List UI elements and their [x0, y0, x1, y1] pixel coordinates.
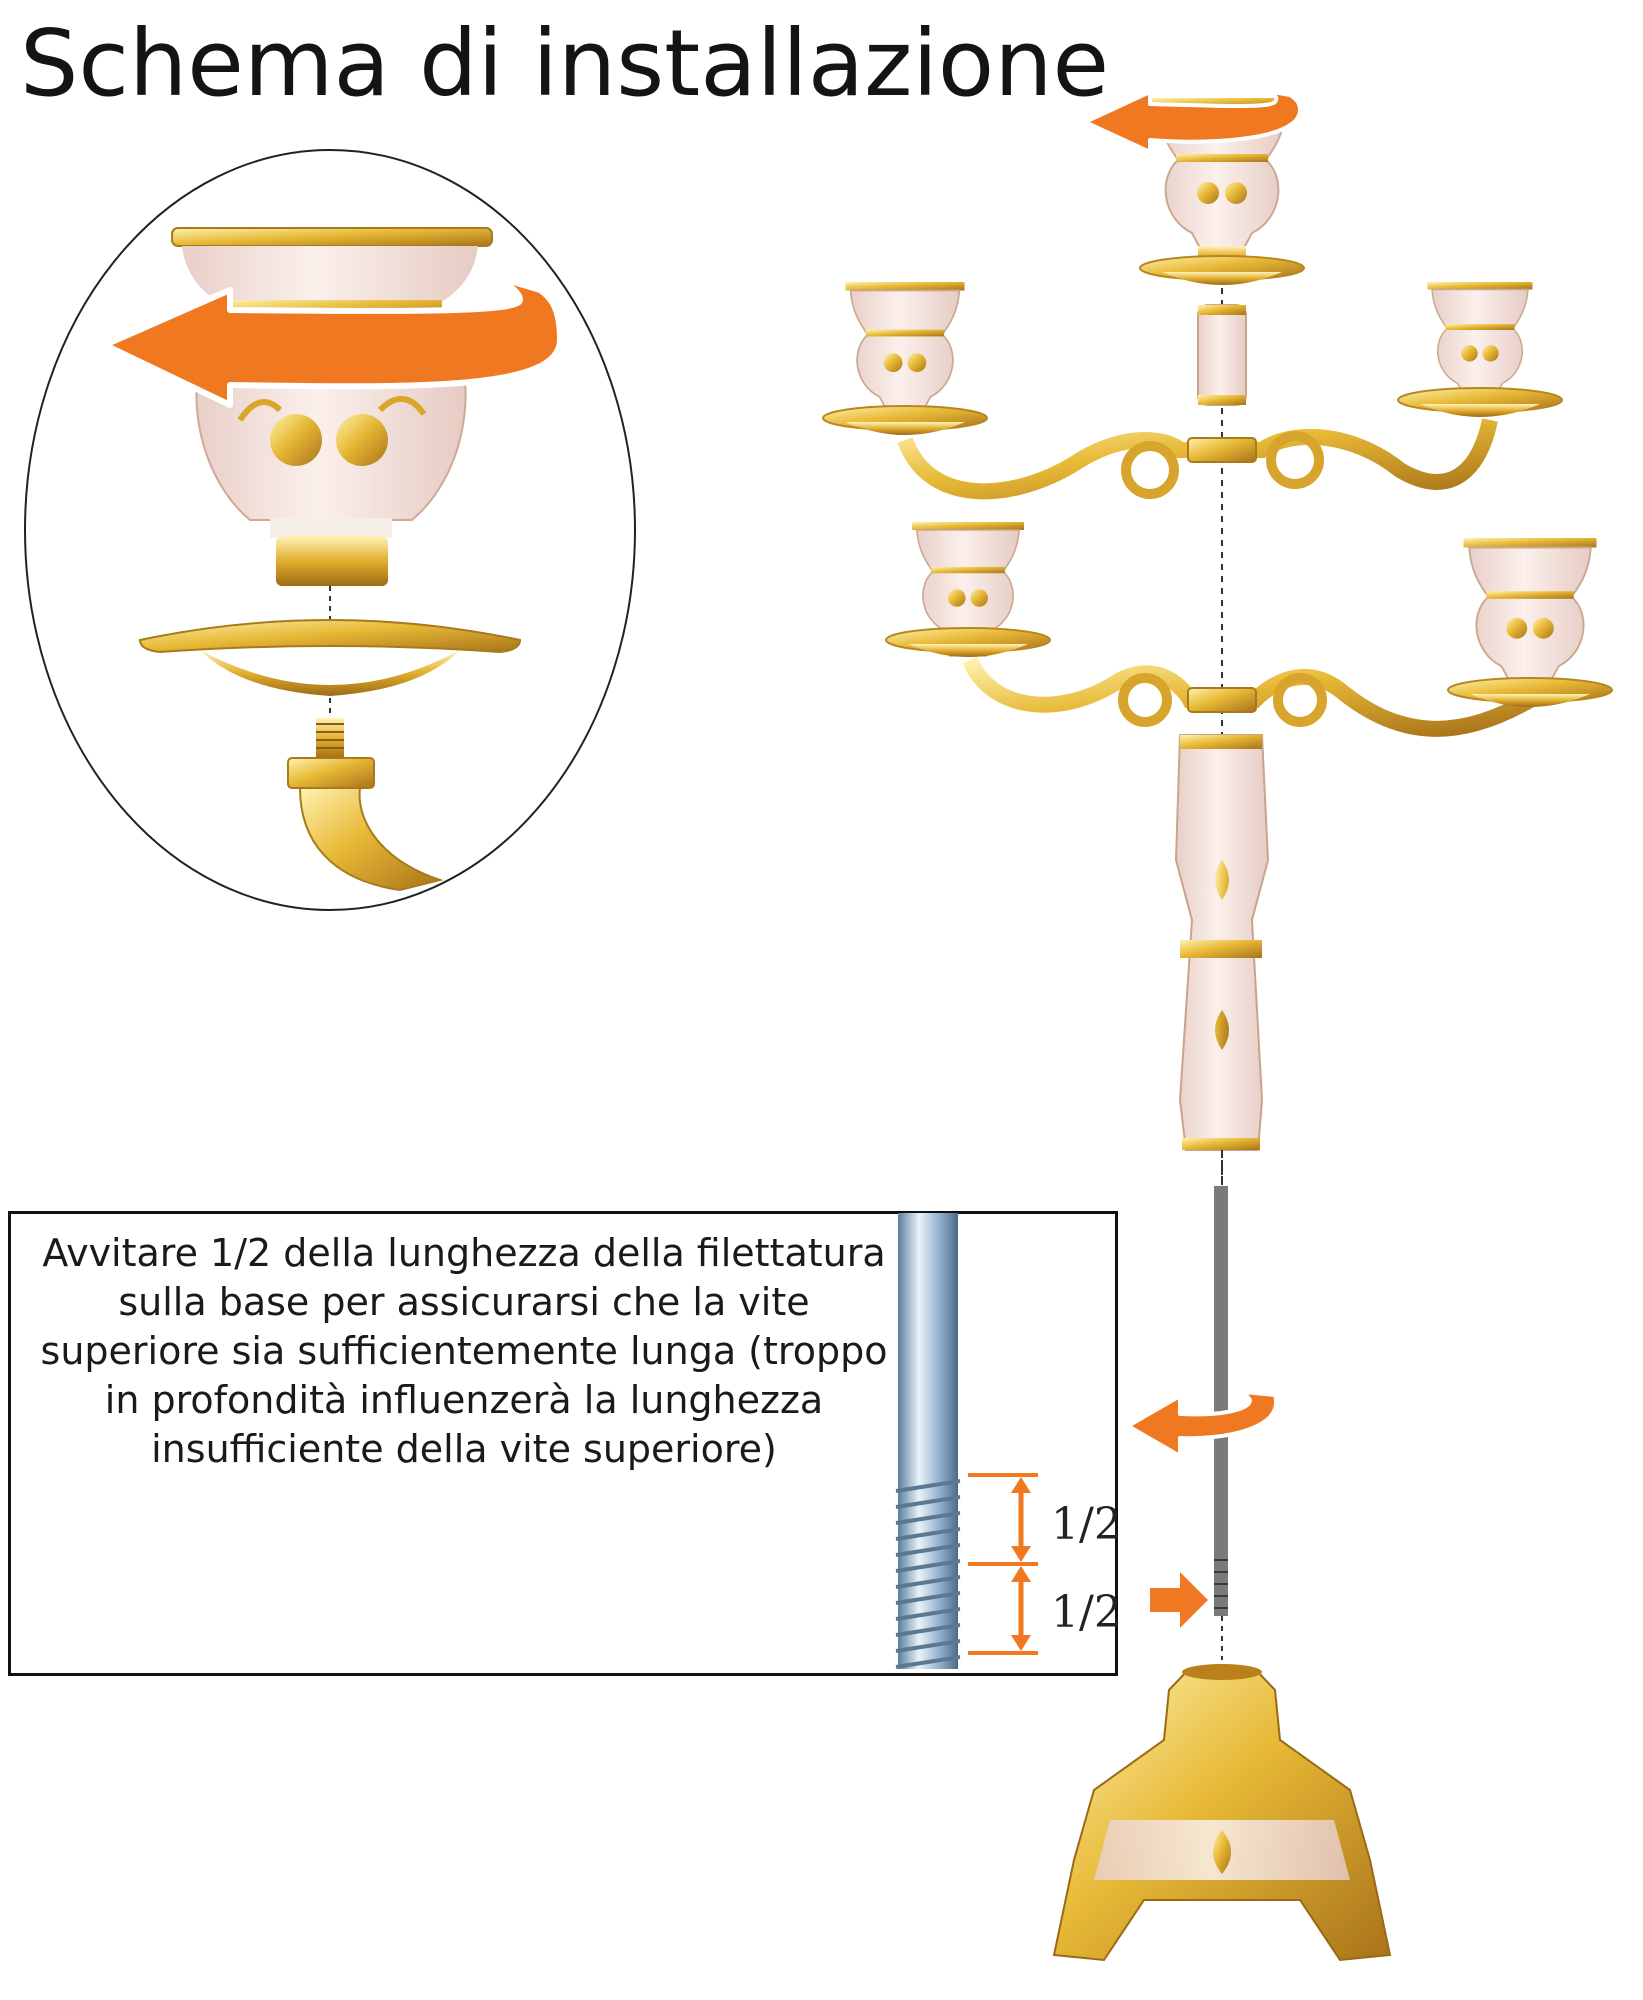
instruction-box: Avvitare 1/2 della lunghezza della filet…	[8, 1211, 1122, 1676]
instruction-text: Avvitare 1/2 della lunghezza della filet…	[40, 1231, 888, 1471]
measure-arrow-icon	[1011, 1477, 1031, 1562]
rod-rotate-arrow-icon	[1126, 1390, 1278, 1458]
measure-label-bottom: 1/2	[1051, 1587, 1122, 1638]
measure-label-top: 1/2	[1051, 1499, 1122, 1550]
push-arrow-icon	[1150, 1572, 1208, 1628]
measure-arrow-icon-2	[1011, 1566, 1031, 1651]
top-rotate-arrow-icon	[1083, 88, 1302, 154]
rotate-arrow-icon	[102, 272, 563, 408]
screw-detail	[895, 1213, 1038, 1669]
candelabra-base	[1052, 1669, 1392, 1962]
page-title: Schema di installazione	[20, 10, 1110, 117]
